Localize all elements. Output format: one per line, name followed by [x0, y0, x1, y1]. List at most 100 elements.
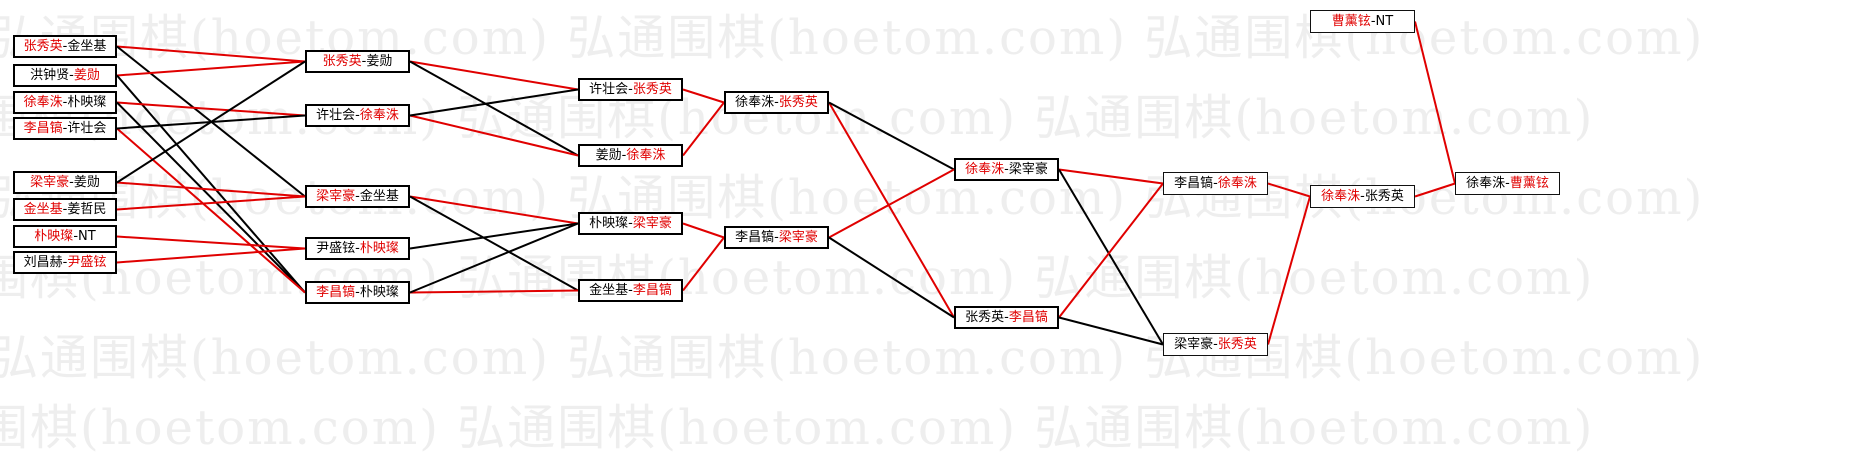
player-name: 徐奉洙 — [1321, 189, 1361, 204]
winner-link — [1058, 168, 1164, 185]
player-name: 徐奉洙 — [1217, 176, 1257, 191]
match-box: 徐奉洙-朴映璨 — [13, 91, 117, 114]
winner-link — [1414, 21, 1456, 184]
separator: - — [62, 202, 68, 217]
separator: - — [774, 230, 779, 245]
match-box: 李昌镐-梁宰豪 — [724, 226, 829, 249]
player-name: 李昌镐 — [1008, 310, 1048, 325]
loser-link — [409, 195, 579, 292]
player-name: 张秀英 — [965, 310, 1005, 325]
loser-link — [409, 222, 579, 250]
loser-link — [409, 88, 579, 117]
match-box: 洪钟贤-姜勋 — [13, 64, 117, 87]
player-name: 金坐基 — [359, 189, 399, 204]
match-box: 梁宰豪-金坐基 — [305, 185, 410, 208]
loser-link — [828, 236, 955, 319]
winner-link — [682, 236, 725, 292]
player-name: 金坐基 — [23, 202, 63, 217]
winner-link — [409, 60, 579, 91]
winner-link — [682, 222, 725, 239]
match-box: 徐奉洙-张秀英 — [724, 91, 829, 114]
separator: - — [1360, 189, 1365, 204]
player-name: 朴映璨 — [34, 229, 74, 244]
winner-link — [116, 127, 306, 294]
match-box: 朴映璨-NT — [13, 225, 117, 248]
player-name: 徐奉洙 — [359, 108, 399, 123]
player-name: 姜勋 — [595, 148, 622, 163]
player-name: 曹薰铉 — [1509, 176, 1549, 191]
player-name: 金坐基 — [589, 283, 629, 298]
separator: - — [62, 255, 68, 270]
winner-link — [116, 247, 306, 264]
match-box: 徐奉洙-梁宰豪 — [954, 158, 1059, 181]
match-box: 张秀英-姜勋 — [305, 50, 410, 73]
player-name: NT — [78, 229, 96, 244]
match-box: 张秀英-李昌镐 — [954, 306, 1059, 329]
match-box: 徐奉洙-曹薰铉 — [1455, 172, 1560, 195]
separator: - — [774, 95, 779, 110]
player-name: 朴映璨 — [67, 95, 107, 110]
player-name: 尹盛铉 — [67, 255, 107, 270]
player-name: 金坐基 — [67, 39, 107, 54]
separator: - — [628, 82, 633, 97]
player-name: 许壮会 — [589, 82, 629, 97]
winner-link — [116, 101, 306, 117]
player-name: 张秀英 — [23, 39, 63, 54]
player-name: 徐奉洙 — [735, 95, 775, 110]
player-name: 徐奉洙 — [23, 95, 63, 110]
loser-link — [409, 222, 579, 294]
winner-link — [116, 45, 306, 63]
player-name: 许壮会 — [316, 108, 356, 123]
player-name: 姜勋 — [73, 68, 100, 83]
match-box: 张秀英-金坐基 — [13, 35, 117, 58]
player-name: 梁宰豪 — [1174, 337, 1214, 352]
separator: - — [1213, 337, 1218, 352]
player-name: 洪钟贤 — [30, 68, 70, 83]
player-name: 徐奉洙 — [965, 162, 1005, 177]
winner-link — [116, 60, 306, 77]
match-box: 朴映璨-梁宰豪 — [578, 212, 683, 235]
winner-link — [409, 289, 579, 294]
player-name: 张秀英 — [632, 82, 672, 97]
player-name: 张秀英 — [778, 95, 818, 110]
winner-link — [116, 181, 306, 198]
winner-link — [682, 88, 725, 104]
winner-link — [828, 168, 955, 239]
player-name: 刘昌赫 — [23, 255, 63, 270]
separator: - — [1370, 14, 1376, 29]
player-name: 姜勋 — [73, 175, 100, 190]
player-name: 梁宰豪 — [1008, 162, 1048, 177]
player-name: 李昌镐 — [316, 285, 356, 300]
player-name: 尹盛铉 — [316, 241, 356, 256]
bracket-lines — [116, 21, 1456, 346]
player-name: 梁宰豪 — [632, 216, 672, 231]
winner-link — [116, 235, 306, 250]
match-box: 梁宰豪-张秀英 — [1163, 333, 1268, 356]
player-name: 梁宰豪 — [778, 230, 818, 245]
player-name: 朴映璨 — [589, 216, 629, 231]
player-name: 朴映璨 — [359, 241, 399, 256]
player-name: 梁宰豪 — [316, 189, 356, 204]
player-name: 张秀英 — [1217, 337, 1257, 352]
winner-link — [1414, 182, 1456, 198]
player-name: 徐奉洙 — [1466, 176, 1506, 191]
loser-link — [116, 101, 306, 294]
player-name: 姜勋 — [366, 54, 393, 69]
loser-link — [409, 60, 579, 157]
separator: - — [69, 68, 74, 83]
winner-link — [1058, 182, 1164, 319]
loser-link — [116, 74, 306, 294]
separator: - — [355, 189, 360, 204]
separator: - — [69, 175, 74, 190]
separator: - — [355, 285, 360, 300]
match-box: 徐奉洙-张秀英 — [1310, 185, 1415, 208]
match-box: 许壮会-张秀英 — [578, 78, 683, 101]
separator: - — [628, 216, 633, 231]
separator: - — [355, 108, 360, 123]
separator: - — [355, 241, 360, 256]
winner-link — [1267, 196, 1311, 345]
player-name: 曹薰铉 — [1331, 14, 1371, 29]
match-box: 金坐基-李昌镐 — [578, 279, 683, 302]
winner-link — [116, 195, 306, 211]
loser-link — [1058, 316, 1164, 346]
